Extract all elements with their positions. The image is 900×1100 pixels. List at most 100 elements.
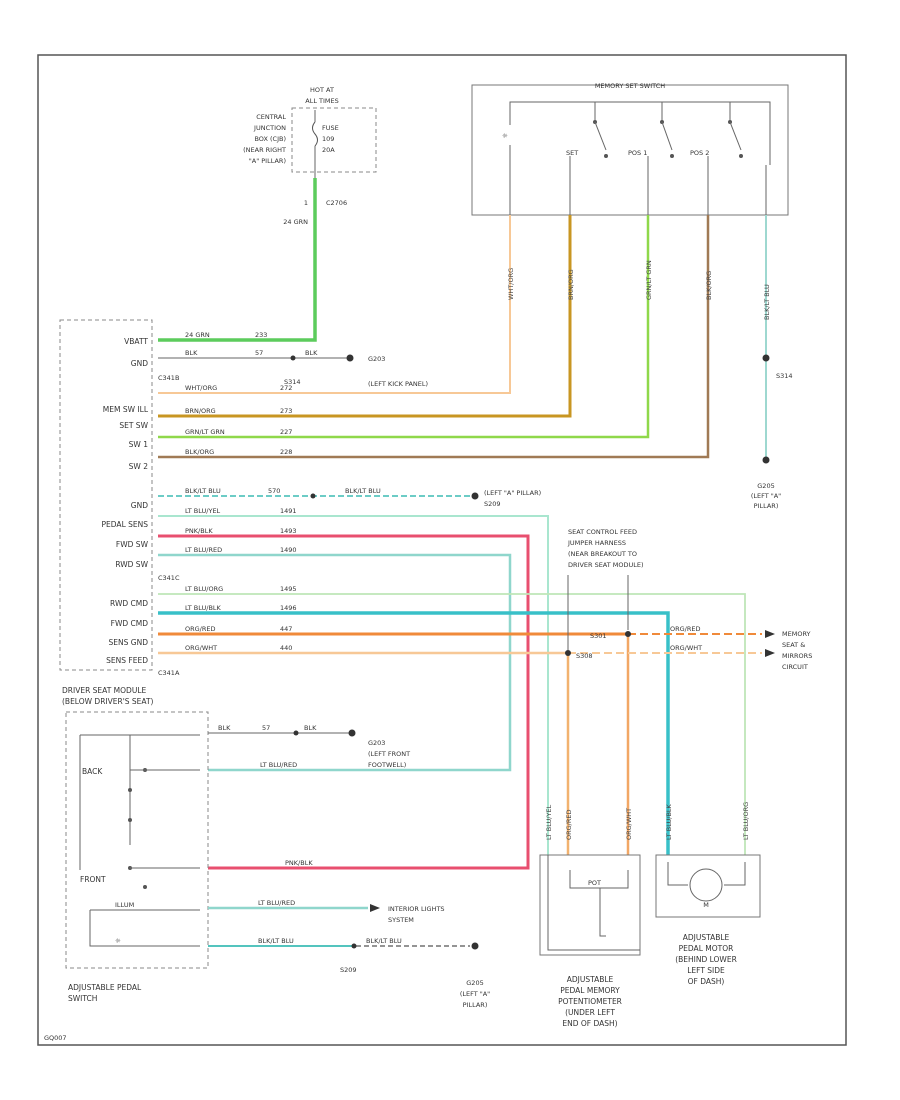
switch-pos2: POS 2 bbox=[690, 102, 743, 158]
splice-s209: S209 bbox=[340, 966, 357, 974]
adjustable-pedal-motor: LT BLU/BLK LT BLU/ORG M ADJUSTABLE PEDAL… bbox=[655, 802, 761, 986]
wl-pedal-gnd-c: 57 bbox=[262, 724, 270, 732]
jumper-out-1: ORG/RED bbox=[670, 625, 701, 633]
pin-setsw: SET SW bbox=[119, 421, 148, 430]
wl-gnd2-end: BLK/LT BLU bbox=[345, 487, 381, 495]
wire-vbatt-grn bbox=[158, 178, 317, 342]
pedal-switch-label-1: ADJUSTABLE PEDAL bbox=[68, 983, 142, 992]
fuse-block: HOT AT ALL TIMES CENTRAL JUNCTION BOX (C… bbox=[243, 86, 377, 226]
module-title: DRIVER SEAT MODULE bbox=[62, 686, 146, 695]
pot-wire-3: ORG/WHT bbox=[625, 808, 633, 840]
illum-icon-lower: ☼ bbox=[115, 937, 121, 945]
fuse-hot-at: HOT AT bbox=[310, 86, 334, 94]
pot-label-5: END OF DASH) bbox=[562, 1019, 617, 1028]
illum-icon: ☼ bbox=[502, 132, 508, 140]
wl-pedal-sens-c: 1491 bbox=[280, 507, 297, 515]
wl-fwd-cmd-c: 1496 bbox=[280, 604, 297, 612]
cjb-loc-3: BOX (CJB) bbox=[254, 135, 286, 143]
pot-wiper bbox=[599, 888, 606, 937]
pin-fwd-cmd: FWD CMD bbox=[111, 619, 149, 628]
motor-label-3: (BEHIND LOWER bbox=[675, 955, 737, 964]
pin-sens-gnd: SENS GND bbox=[109, 638, 149, 647]
wl-rwd-sw-c: 1490 bbox=[280, 546, 297, 554]
pin-rwd-sw: RWD SW bbox=[115, 560, 148, 569]
fuse-connector: C2706 bbox=[326, 199, 347, 207]
wl-pedal-gnd2-end: BLK/LT BLU bbox=[366, 937, 402, 945]
fuse-label: FUSE bbox=[322, 124, 339, 132]
switch-pos1: POS 1 bbox=[628, 102, 674, 158]
splice-s301: S301 bbox=[590, 632, 607, 640]
wl-splice-top: S314 bbox=[284, 378, 301, 386]
module-subtitle: (BELOW DRIVER'S SEAT) bbox=[62, 697, 154, 706]
switch-set: SET bbox=[566, 102, 608, 158]
pot-wire-route bbox=[547, 855, 640, 951]
g203-low-loc-2: FOOTWELL) bbox=[368, 761, 406, 769]
vlabel-gnd2: BLK/LT BLU bbox=[763, 284, 771, 320]
memory-set-switch: MEMORY SET SWITCH ☼ SET POS 1 POS 2 bbox=[471, 82, 789, 216]
switch-back: BACK bbox=[82, 767, 103, 776]
pot-wire-1: LT BLU/YEL bbox=[545, 804, 553, 840]
jumper-line-3: (NEAR BREAKOUT TO bbox=[568, 550, 637, 558]
wl-rwd-cmd-c: 1495 bbox=[280, 585, 297, 593]
gnd2-dot bbox=[310, 493, 316, 499]
wl-setsw-c: 273 bbox=[280, 407, 292, 415]
motor-wire-1: LT BLU/BLK bbox=[665, 803, 673, 840]
module-dashed-box bbox=[59, 319, 153, 671]
pot-label-3: POTENTIOMETER bbox=[558, 997, 622, 1006]
switch-pos1-label: POS 1 bbox=[628, 149, 647, 157]
motor-symbol-circle bbox=[689, 868, 723, 902]
pedal-gnd-dot bbox=[293, 730, 299, 736]
motor-wire-2: LT BLU/ORG bbox=[742, 802, 750, 840]
wire-rwd-sw bbox=[158, 553, 512, 772]
pin-sw2: SW 2 bbox=[129, 462, 149, 471]
pin-sens-feed: SENS FEED bbox=[106, 656, 148, 665]
wl-pedal-rwd: LT BLU/RED bbox=[260, 761, 297, 769]
splice-s308-dot bbox=[565, 650, 571, 656]
g205-top-loc-2: PILLAR) bbox=[754, 502, 779, 510]
wire-sw2 bbox=[158, 215, 710, 459]
wire-setsw bbox=[158, 215, 572, 418]
pin-fwd-sw: FWD SW bbox=[116, 540, 149, 549]
wl-pedal-gnd-end: BLK bbox=[304, 724, 317, 732]
wl-vbatt: 24 GRN bbox=[185, 331, 210, 339]
pot-label-4: (UNDER LEFT bbox=[565, 1008, 615, 1017]
g205-low-loc-1: (LEFT "A" bbox=[460, 990, 490, 998]
g203-top-loc: (LEFT KICK PANEL) bbox=[368, 380, 428, 388]
dest-line-3: MIRRORS bbox=[782, 652, 812, 660]
pot-label-1: ADJUSTABLE bbox=[567, 975, 614, 984]
ground-g205-dot bbox=[762, 456, 770, 464]
pin-memsw-ill: MEM SW ILL bbox=[103, 405, 149, 414]
conn-c341c: C341C bbox=[158, 574, 180, 582]
pedal-memory-potentiometer: LT BLU/YEL ORG/RED ORG/WHT POT ADJUSTABL… bbox=[539, 804, 641, 1028]
conn-c341a: C341A bbox=[158, 669, 180, 677]
motor-label-1: ADJUSTABLE bbox=[683, 933, 730, 942]
jumper-line-2: JUMPER HARNESS bbox=[567, 539, 626, 547]
wl-rwd-cmd: LT BLU/ORG bbox=[185, 585, 223, 593]
gnd-dot bbox=[290, 355, 296, 361]
motor-label-5: OF DASH) bbox=[688, 977, 725, 986]
dest-line-1: MEMORY bbox=[782, 630, 811, 638]
cjb-loc-5: "A" PILLAR) bbox=[249, 157, 286, 165]
pin-gnd: GND bbox=[131, 359, 148, 368]
pot-label: POT bbox=[588, 879, 601, 887]
wl-gnd2-c: 570 bbox=[268, 487, 280, 495]
g205-top-loc-1: (LEFT "A" bbox=[751, 492, 781, 500]
jumper-out-2: ORG/WHT bbox=[670, 644, 702, 652]
ill-dest-2: SYSTEM bbox=[388, 916, 414, 924]
wl-gnd-end: BLK bbox=[305, 349, 318, 357]
arrow-ill bbox=[370, 904, 380, 912]
wire-sw1 bbox=[158, 215, 650, 439]
switch-pos2-label: POS 2 bbox=[690, 149, 709, 157]
cjb-box bbox=[291, 107, 377, 173]
cjb-loc-2: JUNCTION bbox=[253, 124, 286, 132]
switch-front: FRONT bbox=[80, 875, 106, 884]
wl-sw1-c: 227 bbox=[280, 428, 292, 436]
motor-leads bbox=[667, 862, 746, 886]
jumper-harness: SEAT CONTROL FEED JUMPER HARNESS (NEAR B… bbox=[565, 528, 812, 671]
g205-low: G205 bbox=[466, 979, 483, 987]
wl-memsw: WHT/ORG bbox=[185, 384, 217, 392]
g203-top: G203 bbox=[368, 355, 385, 363]
motor-label-2: PEDAL MOTOR bbox=[679, 944, 734, 953]
wl-gnd: BLK bbox=[185, 349, 198, 357]
